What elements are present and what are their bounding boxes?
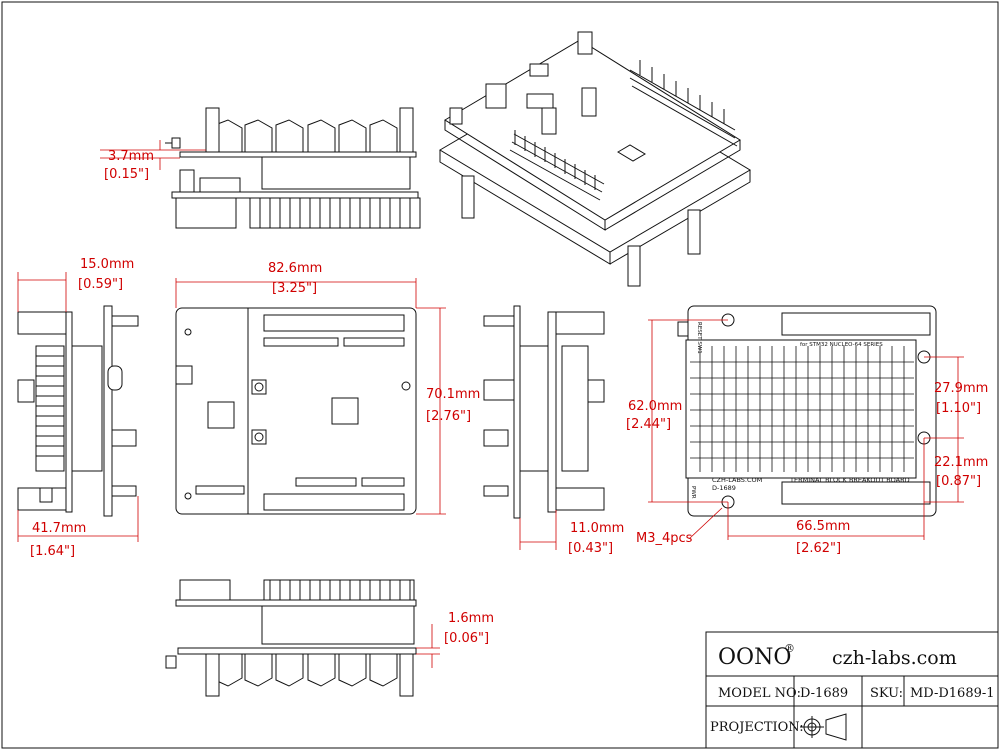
dim-side-depth-mm: 41.7mm (32, 521, 86, 536)
isometric-view (439, 31, 751, 287)
sku-label: SKU: (870, 686, 903, 701)
dim-board-width-mm: 82.6mm (268, 261, 322, 276)
title-trademark: ® (784, 642, 795, 655)
dim-side-standoff-mm: 11.0mm (570, 521, 624, 536)
top-side-view: 3.7mm [0.15"] (100, 107, 421, 229)
title-brand: OONO (718, 645, 791, 670)
dim-hole-vertical-inch: [2.44"] (626, 417, 671, 432)
dim-side-thickness-mm: 15.0mm (80, 257, 134, 272)
projection-label: PROJECTION: (710, 720, 804, 735)
right-side-view: 11.0mm [0.43"] (483, 305, 624, 556)
title-block: OONO ® czh-labs.com MODEL NO: D-1689 SKU… (705, 631, 999, 749)
dim-pcb-thickness-inch: [0.06"] (444, 631, 489, 646)
board-pwr-label: PWR (690, 486, 696, 499)
dim-top-overhang-mm: 3.7mm (108, 149, 154, 164)
dim-hole-lower-mm: 22.1mm (934, 455, 988, 470)
dim-pcb-thickness-mm: 1.6mm (448, 611, 494, 626)
projection-symbol-icon (800, 713, 847, 741)
title-website: czh-labs.com (832, 647, 957, 669)
board-name-label: TERMINAL BLOCK BREAKOUT BOARD (789, 476, 910, 484)
top-view-board: for STM32 NUCLEO-64 SERIES CZH-LABS.COM … (626, 305, 988, 556)
dim-board-height-inch: [2.76"] (426, 409, 471, 424)
dim-board-height-mm: 70.1mm (426, 387, 480, 402)
model-value: D-1689 (800, 686, 848, 701)
dim-hole-upper-inch: [1.10"] (936, 401, 981, 416)
board-series-label: for STM32 NUCLEO-64 SERIES (800, 342, 883, 348)
dim-mount-holes: M3_4pcs (636, 531, 693, 546)
bottom-side-view: 1.6mm [0.06"] (165, 579, 494, 697)
dim-hole-horizontal-mm: 66.5mm (796, 519, 850, 534)
dim-side-standoff-inch: [0.43"] (568, 541, 613, 556)
sku-value: MD-D1689-1 (910, 686, 995, 701)
dim-hole-horizontal-inch: [2.62"] (796, 541, 841, 556)
board-brand-label: CZH-LABS.COM (712, 476, 762, 484)
dim-hole-lower-inch: [0.87"] (936, 474, 981, 489)
board-code-label: D-1689 (712, 484, 736, 492)
dim-side-depth-inch: [1.64"] (30, 544, 75, 559)
dim-hole-vertical-mm: 62.0mm (628, 399, 682, 414)
dim-board-width-inch: [3.25"] (272, 281, 317, 296)
dim-hole-upper-mm: 27.9mm (934, 381, 988, 396)
model-label: MODEL NO: (718, 686, 801, 701)
board-reset-label: RESET SW1 (696, 322, 702, 354)
dim-top-overhang-inch: [0.15"] (104, 167, 149, 182)
front-view-board: 82.6mm [3.25"] 70.1mm [2.76"] (175, 261, 480, 515)
dim-side-thickness-inch: [0.59"] (78, 277, 123, 292)
left-side-view: 15.0mm [0.59"] 41.7mm [1.64"] (17, 257, 139, 559)
